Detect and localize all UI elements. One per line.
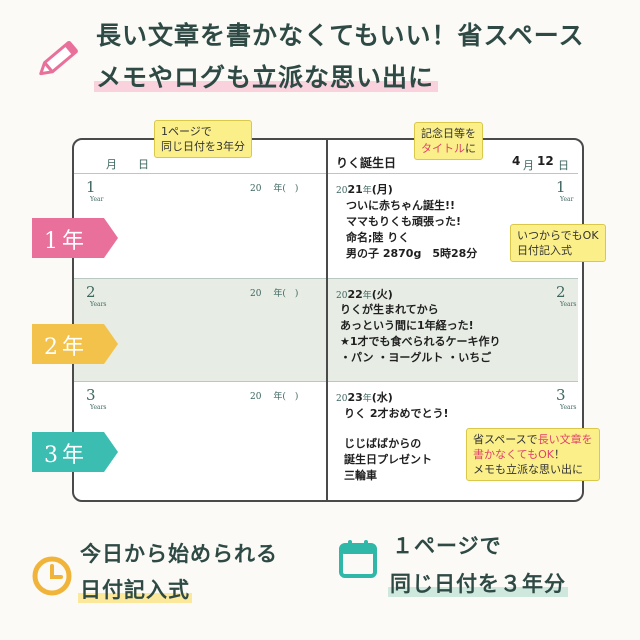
year-number: 1 [86, 178, 96, 196]
right-day-label: 日 [558, 159, 569, 172]
footer-right-line1: １ページで [392, 534, 502, 558]
page-title: りく誕生日 [336, 156, 397, 170]
year-number: 2 [86, 283, 96, 301]
left-year-format: 20 年( ) [250, 184, 299, 194]
footer-left-line2: 日付記入式 [78, 574, 192, 604]
right-month: 4 [512, 154, 521, 168]
entry-date-3: 2023年(水) [336, 391, 393, 404]
year-number: 3 [86, 386, 96, 404]
year-tag-1: 1年 [32, 218, 118, 258]
left-year-format: 20 年( ) [250, 289, 299, 299]
year-number-right: 1 [556, 178, 566, 196]
year-sub-right: Years [560, 404, 577, 411]
entry-text-3b: じじばばからの 誕生日プレゼント 三輪車 [344, 437, 432, 482]
year-number-right: 3 [556, 386, 566, 404]
left-day-label: 日 [138, 158, 149, 171]
callout-same-date: 1ページで 同じ日付を3年分 [154, 120, 252, 158]
left-month-label: 月 [106, 158, 117, 171]
year-tag-3: 3年 [32, 432, 118, 472]
headline-1: 長い文章を書かなくてもいい！省スペース [96, 21, 585, 50]
calendar-icon [339, 540, 377, 578]
pencil-icon [39, 40, 78, 76]
footer-left-line1: 今日から始められる [80, 542, 278, 566]
left-year-format: 20 年( ) [250, 392, 299, 402]
footer-right-line2: 同じ日付を３年分 [388, 568, 568, 598]
callout-anytime: いつからでもOK 日付記入式 [510, 224, 606, 262]
right-month-label: 月 [523, 159, 534, 172]
entry-date-2: 2022年(火) [336, 288, 393, 301]
year-sub: Years [90, 301, 107, 308]
entry-text-1: ついに赤ちゃん誕生!! ママもりくも頑張った! 命名;陸 りく 男の子 2870… [346, 199, 478, 260]
notebook-spine [326, 138, 328, 502]
year-tag-2: 2年 [32, 324, 118, 364]
entry-date-1: 2021年(月) [336, 183, 393, 196]
year-sub: Years [90, 404, 107, 411]
callout-anniversary: 記念日等を タイトルに [414, 122, 483, 160]
year-sub: Year [90, 196, 104, 203]
callout-space: 省スペースで長い文章を 書かなくてもOK！ メモも立派な思い出に [466, 428, 600, 481]
clock-icon [32, 556, 72, 596]
year-number-right: 2 [556, 283, 566, 301]
year-sub-right: Years [560, 301, 577, 308]
year-sub-right: Year [560, 196, 574, 203]
entry-text-2: りくが生まれてから あっという間に1年経った! ★1才でも食べられるケーキ作り … [340, 303, 501, 364]
headline-2: メモやログも立派な思い出に [94, 58, 439, 94]
right-day: 12 [537, 154, 554, 168]
entry-text-3a: りく 2才おめでとう! [344, 407, 449, 420]
